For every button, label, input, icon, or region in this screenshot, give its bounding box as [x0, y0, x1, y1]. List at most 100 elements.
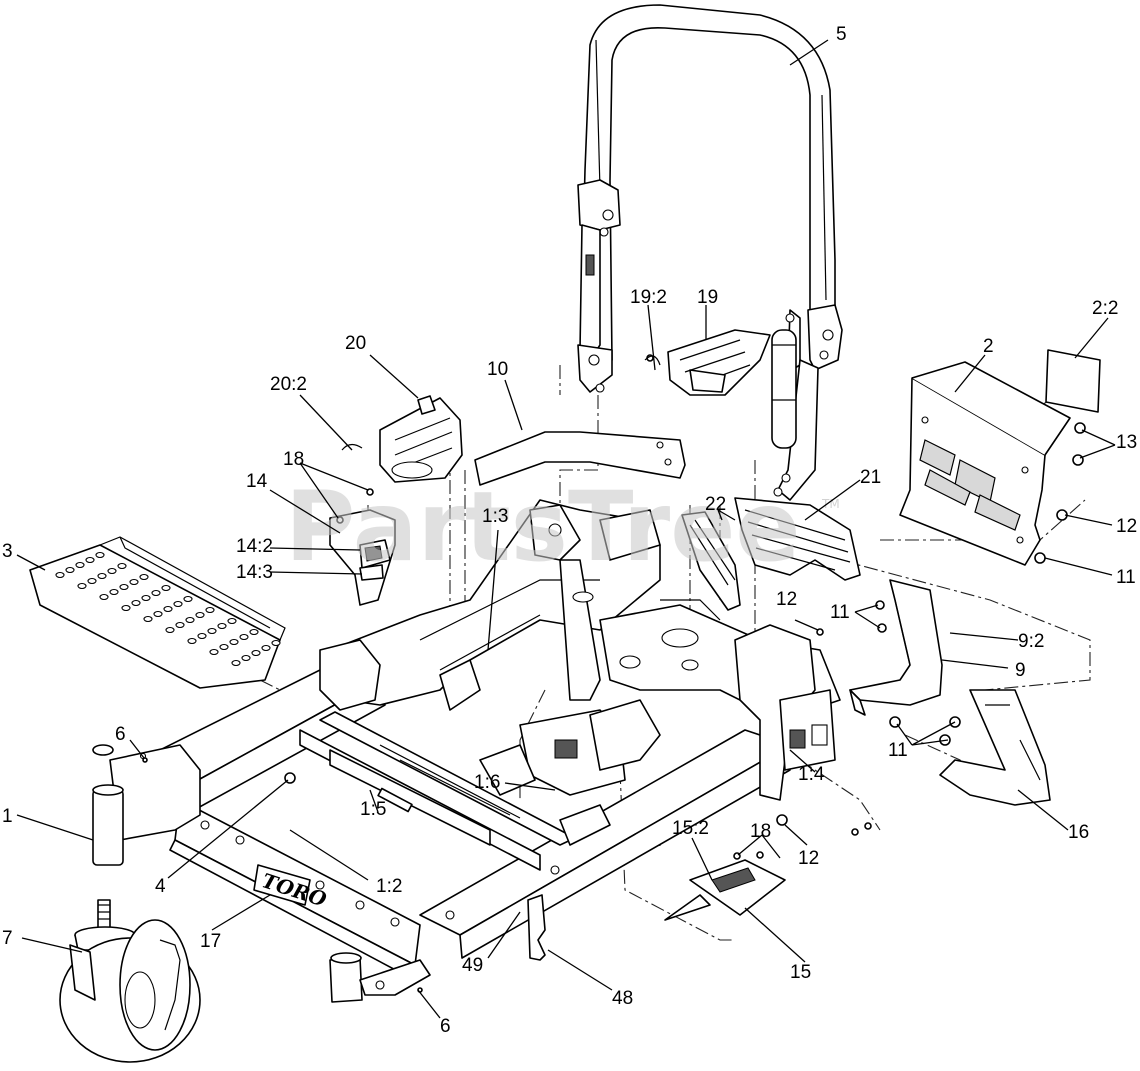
fasteners	[142, 354, 1086, 993]
callout-label: 14	[246, 471, 268, 492]
callout-label: 17	[200, 931, 221, 952]
perforation-hole	[87, 577, 97, 585]
perforation-hole	[217, 622, 227, 630]
callout-label: 20	[345, 333, 366, 354]
callout-label: 10	[487, 359, 508, 380]
perforation-hole	[55, 571, 65, 579]
callout-label: 48	[612, 988, 633, 1009]
perforation-hole	[197, 632, 207, 640]
perforation-hole	[209, 648, 219, 656]
callout-label: 2:2	[1092, 298, 1118, 319]
callout-label: 7	[2, 928, 13, 949]
callout-label: 21	[860, 467, 881, 488]
perforation-hole	[75, 561, 85, 569]
perforation-hole	[141, 594, 151, 602]
callout-label: 22	[705, 494, 726, 515]
wheel-part-7	[59, 899, 201, 1063]
perforation-hole	[107, 567, 117, 575]
perforation-hole	[239, 633, 249, 641]
perforation-hole	[139, 573, 149, 581]
perforation-hole	[271, 639, 281, 647]
cross-bar-part-10	[474, 431, 686, 486]
callout-label: 19	[697, 287, 718, 308]
perforation-hole	[129, 578, 139, 586]
callout-label: 19:2	[630, 287, 667, 308]
floor-plate-part-3	[29, 536, 286, 689]
perforation-hole	[95, 551, 105, 559]
perforation-hole	[175, 621, 185, 629]
cover-part-22	[681, 511, 741, 611]
callout-label: 15:2	[672, 818, 709, 839]
watermark-trademark: TM	[821, 497, 840, 511]
callout-label: 18	[750, 821, 771, 842]
perforation-hole	[163, 605, 173, 613]
perforation-hole	[77, 582, 87, 590]
side-guard-part-9	[849, 579, 943, 716]
callout-label: 14:2	[236, 536, 273, 557]
perforation-hole	[173, 600, 183, 608]
perforation-hole	[261, 644, 271, 652]
perforation-hole	[207, 627, 217, 635]
perforation-hole	[161, 584, 171, 592]
perforation-hole	[185, 616, 195, 624]
control-bracket-part-19	[667, 329, 771, 396]
callout-label: 1:4	[798, 764, 825, 785]
callout-label: 15	[790, 962, 811, 983]
callout-label: 1	[2, 806, 13, 827]
callout-label: 9:2	[1018, 631, 1044, 652]
perforation-hole	[97, 572, 107, 580]
leader-lines	[16, 39, 1116, 1019]
callout-label: 9	[1015, 660, 1026, 681]
callout-label: 20:2	[270, 374, 307, 395]
perforation-hole	[131, 599, 141, 607]
perforation-hole	[117, 562, 127, 570]
perforation-hole	[183, 595, 193, 603]
perforation-hole	[205, 606, 215, 614]
callout-label: 1:5	[360, 799, 386, 820]
perforation-hole	[65, 566, 75, 574]
perforation-hole	[121, 604, 131, 612]
rear-guard-part-16	[939, 689, 1051, 806]
control-bracket-part-20	[379, 395, 463, 483]
perforation-hole	[249, 628, 259, 636]
callout-label: 12	[1116, 516, 1137, 537]
callout-label: 1:2	[376, 876, 402, 897]
plate-part-48	[527, 894, 546, 961]
callout-label: 5	[836, 24, 847, 45]
perforation-hole	[251, 649, 261, 657]
callout-label: 18	[283, 449, 304, 470]
roll-bar-part-5	[577, 4, 843, 501]
callout-label: 6	[115, 724, 126, 745]
perforation-hole	[143, 615, 153, 623]
callout-label: 11	[830, 602, 850, 623]
perforation-hole	[151, 589, 161, 597]
perforation-hole	[109, 588, 119, 596]
callout-label: 49	[462, 955, 483, 976]
callout-label: 6	[440, 1016, 451, 1037]
bracket-part-14	[329, 509, 396, 606]
perforation-hole	[241, 654, 251, 662]
callout-label: 11	[1116, 567, 1136, 588]
perforation-hole	[119, 583, 129, 591]
watermark-text: PartsTree	[285, 471, 800, 583]
callout-label: 16	[1068, 822, 1089, 843]
perforation-hole	[231, 659, 241, 667]
perforation-hole	[153, 610, 163, 618]
plate-part-15	[664, 859, 786, 921]
callout-label: 3	[2, 541, 13, 562]
callout-label: 11	[888, 740, 908, 761]
callout-label: 2	[983, 336, 994, 357]
perforation-hole	[229, 638, 239, 646]
caster-part-1	[92, 744, 201, 866]
perforation-hole	[165, 626, 175, 634]
rear-shield-part-2	[899, 349, 1101, 566]
callout-label: 4	[155, 876, 166, 897]
perforation-hole	[85, 556, 95, 564]
perforation-hole	[99, 593, 109, 601]
perforation-hole	[227, 617, 237, 625]
perforation-hole	[219, 643, 229, 651]
callout-label: 12	[798, 848, 819, 869]
perforation-hole	[187, 637, 197, 645]
callout-label: 14:3	[236, 562, 273, 583]
